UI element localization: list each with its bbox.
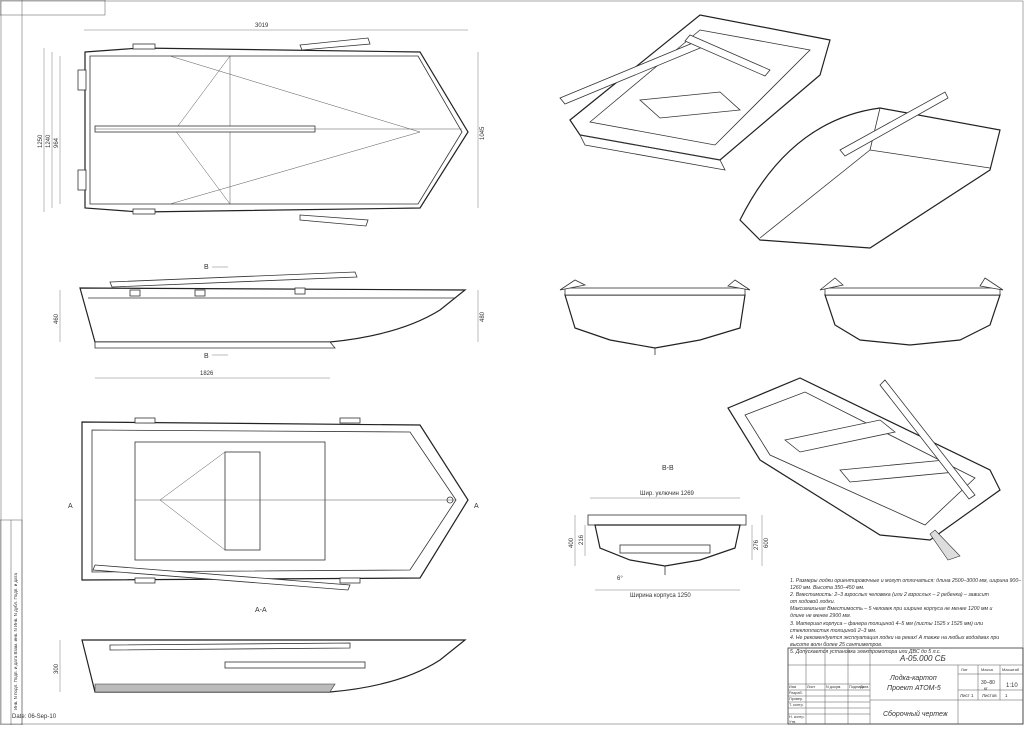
section-bb-view: Шир. уключин 1269 Ширина корпуса 1250 40… <box>569 491 770 599</box>
dim-top-width-2: 1240 <box>46 134 52 148</box>
section-bb-title: B-B <box>662 465 674 472</box>
title-block-col-lit: Лит <box>961 667 968 672</box>
title-block-row-sign: Подпись <box>849 685 864 689</box>
dim-section-angle: 6° <box>617 576 623 582</box>
title-block-row-date: Дата <box>860 685 869 689</box>
section-aa-right-label: A <box>474 503 479 510</box>
note-line: стеклопластик толщиной 2–3 мм. <box>790 627 877 634</box>
section-aa-title: A-A <box>255 607 267 614</box>
title-block-code: А-05.000 СБ <box>899 654 946 663</box>
dim-side-height-left: 460 <box>54 313 60 324</box>
title-block: А-05.000 СБ Лодка-картоп Проект ATOM-5 С… <box>787 647 1024 725</box>
title-block-sheet: Лист 1 <box>960 693 974 698</box>
title-block-name-2: Проект ATOM-5 <box>887 685 941 692</box>
note-line: 2. Вместимость: 2–3 взрослых человека (и… <box>790 592 989 599</box>
note-line: длине не менее 2900 мм. <box>790 613 852 620</box>
title-block-role-3: Т. контр. <box>789 703 804 707</box>
plan-view-interior: A A <box>68 417 479 591</box>
isometric-view-upturned <box>739 91 1001 249</box>
note-line: Максимальная Вместимость – 5 человек при… <box>790 606 993 613</box>
section-bb-bottom-label: B <box>204 353 209 360</box>
note-line: 5. Допускается установка электромотора и… <box>790 648 941 655</box>
isometric-view-open <box>559 14 831 171</box>
title-block-role-4: Н. контр. <box>789 715 805 719</box>
title-block-role-2: Провер. <box>789 697 803 701</box>
dim-top-length: 3019 <box>255 23 269 29</box>
notes-block: 1. Размеры лодки ориентировочные и могут… <box>790 578 1022 656</box>
title-block-name-1: Лодка-картоп <box>889 674 937 682</box>
dim-top-width-1: 1250 <box>38 134 44 148</box>
margin-stamp-text: Инв. N подл. Подп. и дата Взам. инв. N И… <box>13 572 18 710</box>
top-corner-stamp <box>0 0 106 16</box>
note-line: от ходовой лодки. <box>790 599 836 606</box>
front-view-right <box>819 277 1004 346</box>
dim-section-h2: 216 <box>579 534 585 545</box>
title-block-sheets-count: 1 <box>1005 693 1008 698</box>
front-view-left <box>559 279 751 355</box>
dim-side-keel-length: 1826 <box>200 371 214 377</box>
title-block-sheets-label: Листов <box>982 693 997 698</box>
dim-section-h3: 276 <box>754 539 760 550</box>
dim-section-hull-width: Ширина корпуса 1250 <box>630 593 691 599</box>
plan-view-top: 3019 1250 1240 964 1045 <box>38 23 486 227</box>
section-aa-left-label: A <box>68 503 73 510</box>
dim-side-height-right: 480 <box>480 311 486 322</box>
dim-section-top-width: Шир. уключин 1269 <box>640 491 695 497</box>
title-block-row-doc: N докум. <box>826 685 841 689</box>
note-line: высоте волн более 25 сантиметров. <box>790 641 883 648</box>
drawing-date: Date: 06-Sep-10 <box>12 714 57 720</box>
dim-section-h1: 400 <box>569 537 575 548</box>
title-block-scale: 1:10 <box>1006 683 1018 689</box>
side-view: B B 460 480 1826 <box>54 264 486 379</box>
section-bb-top-label: B <box>204 264 209 271</box>
title-block-row-list: Лист <box>807 685 816 689</box>
title-block-role-1: Разраб. <box>789 691 803 695</box>
dim-section-h4: 600 <box>764 537 770 548</box>
title-block-drawing-type: Сборочный чертеж <box>883 710 949 718</box>
title-block-role-5: Утв. <box>789 720 796 724</box>
dim-top-width-3: 964 <box>54 137 60 148</box>
dim-top-width-right: 1045 <box>480 126 486 140</box>
note-line: 3. Материал корпуса – фанера толщиной 4–… <box>790 620 983 627</box>
title-block-row-izm: Изм <box>789 685 796 689</box>
note-line: 1. Размеры лодки ориентировочные и могут… <box>790 578 1022 584</box>
note-line: 4. Не рекомендуется эксплуатация лодки н… <box>790 634 1000 641</box>
isometric-view-oars <box>727 377 1001 561</box>
title-block-mass-unit: кг <box>984 686 988 691</box>
dim-bow-height: 300 <box>54 663 60 674</box>
title-block-col-mass: Масса <box>981 667 994 672</box>
note-line: 1260 мм. Высота 350–450 мм. <box>790 585 865 592</box>
title-block-col-scale: Масштаб <box>1002 667 1020 672</box>
title-block-mass: 30–80 <box>981 680 995 686</box>
section-aa-view: 300 <box>54 639 467 693</box>
